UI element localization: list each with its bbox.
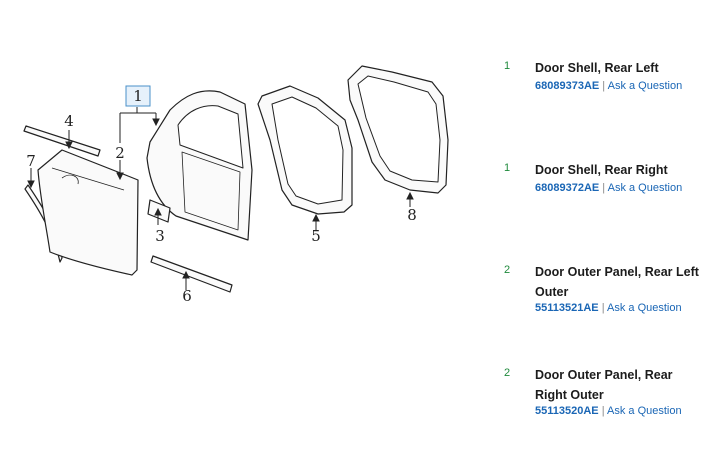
callout-5[interactable]: 5 bbox=[311, 227, 321, 245]
part-number-link[interactable]: 68089373AE bbox=[535, 80, 600, 92]
part-4-molding bbox=[23, 125, 101, 157]
part-number-link[interactable]: 68089372AE bbox=[535, 182, 600, 194]
parts-diagram-svg: 1 2 3 4 5 6 7 8 bbox=[23, 65, 449, 305]
part-quantity: 1 bbox=[504, 162, 511, 174]
callout-7[interactable]: 7 bbox=[26, 152, 36, 170]
link-separator: | bbox=[602, 80, 606, 92]
part-number-link[interactable]: 55113520AE bbox=[535, 405, 599, 417]
link-separator: | bbox=[602, 182, 606, 194]
callout-1-box[interactable] bbox=[125, 85, 151, 107]
part-links: 68089372AE | Ask a Question bbox=[535, 182, 682, 194]
callout-6[interactable]: 6 bbox=[182, 287, 192, 305]
ask-question-link[interactable]: Ask a Question bbox=[607, 302, 682, 314]
callout-8[interactable]: 8 bbox=[407, 206, 417, 224]
ask-question-link[interactable]: Ask a Question bbox=[607, 405, 682, 417]
part-quantity: 1 bbox=[504, 60, 511, 72]
part-name: Door Outer Panel, Rear Left Outer bbox=[535, 265, 699, 299]
link-separator: | bbox=[601, 405, 605, 417]
part-name: Door Shell, Rear Right bbox=[535, 163, 668, 177]
callout-3[interactable]: 3 bbox=[155, 227, 165, 245]
part-name: Door Outer Panel, Rear Right Outer bbox=[535, 368, 673, 402]
part-2-outer-panel bbox=[37, 149, 139, 276]
ask-question-link[interactable]: Ask a Question bbox=[607, 80, 683, 92]
part-quantity: 2 bbox=[504, 264, 511, 276]
part-6-molding bbox=[150, 255, 233, 293]
ask-question-link[interactable]: Ask a Question bbox=[607, 182, 683, 194]
parts-list: 1 Door Shell, Rear Left 68089373AE | Ask… bbox=[500, 0, 710, 475]
callout-1[interactable]: 1 bbox=[133, 87, 143, 105]
callout-2[interactable]: 2 bbox=[115, 144, 125, 162]
link-separator: | bbox=[601, 302, 605, 314]
part-quantity: 2 bbox=[504, 367, 511, 379]
part-number-link[interactable]: 55113521AE bbox=[535, 302, 599, 314]
part-links: 55113521AE | Ask a Question bbox=[535, 302, 682, 314]
parts-diagram: 1 2 3 4 5 6 7 8 bbox=[23, 65, 449, 305]
callout-4[interactable]: 4 bbox=[64, 112, 74, 130]
part-name: Door Shell, Rear Left bbox=[535, 61, 659, 75]
part-links: 68089373AE | Ask a Question bbox=[535, 80, 682, 92]
part-links: 55113520AE | Ask a Question bbox=[535, 405, 682, 417]
